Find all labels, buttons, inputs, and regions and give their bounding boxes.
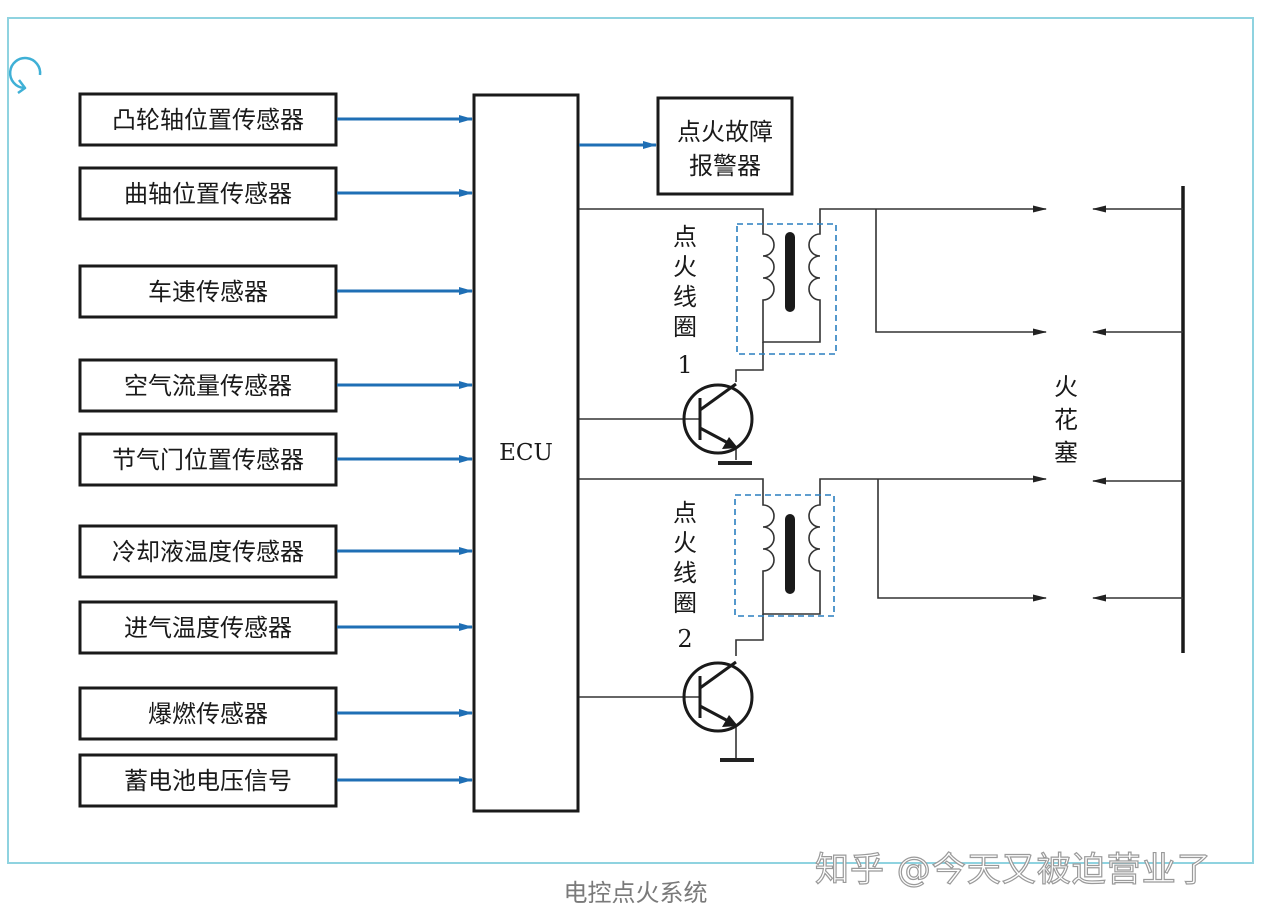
transistor-2-emitter-arrow (722, 715, 738, 727)
sensor-coolant-temp: 冷却液温度传感器 (78, 524, 473, 579)
outer-frame (7, 17, 1254, 864)
sensor-label: 进气温度传感器 (124, 614, 292, 642)
watermark: 知乎 @今天又被迫营业了 (814, 849, 1212, 890)
label-char: 圈 (673, 589, 697, 617)
sensor-label: 冷却液温度传感器 (112, 538, 304, 566)
sensor-label: 蓄电池电压信号 (124, 767, 292, 795)
label-char: 火 (673, 529, 697, 557)
sensor-box (78, 432, 338, 487)
refresh-arrow-icon (8, 56, 42, 95)
sensor-label: 爆燃传感器 (148, 700, 268, 728)
sensor-knock: 爆燃传感器 (78, 686, 473, 741)
coil-1-enclosure (736, 223, 837, 355)
coil-2-enclosure (734, 494, 835, 617)
transistor-1 (682, 382, 754, 455)
alarm-label-line2: 报警器 (689, 152, 761, 180)
sensor-label: 空气流量传感器 (124, 372, 292, 400)
sensor-box (78, 358, 338, 413)
sensor-throttle: 节气门位置传感器 (78, 432, 473, 487)
coil-2-primary-winding (762, 497, 775, 580)
sensor-label: 凸轮轴位置传感器 (112, 106, 304, 134)
label-char: 火 (673, 253, 697, 281)
transistor-2 (682, 660, 754, 733)
label-char: 点 (673, 223, 697, 251)
coil-2-number: 2 (677, 625, 692, 653)
sensor-box (78, 166, 338, 221)
coil-2-secondary-winding (808, 497, 821, 580)
sensor-label: 曲轴位置传感器 (124, 180, 292, 208)
spark-plug-label: 火花塞 (1054, 373, 1078, 467)
sensor-air-flow: 空气流量传感器 (78, 358, 473, 413)
label-char: 花 (1054, 406, 1078, 434)
coil-1-secondary-winding (808, 226, 821, 310)
sensor-crankshaft: 曲轴位置传感器 (78, 166, 473, 221)
ignition-circuit-2 (579, 475, 1047, 758)
ecu-label: ECU (499, 440, 553, 466)
label-char: 线 (673, 559, 697, 587)
sensor-box (78, 524, 338, 579)
alarm-box (656, 96, 794, 196)
sensor-box (78, 264, 338, 319)
label-char: 线 (673, 283, 697, 311)
coil-1-number: 1 (677, 351, 692, 379)
sensor-camshaft: 凸轮轴位置传感器 (78, 92, 473, 147)
sensor-battery-voltage: 蓄电池电压信号 (78, 753, 473, 808)
spark-plug-arrows (1092, 205, 1183, 602)
ignition-circuit-1 (579, 205, 1047, 460)
sensor-list: 凸轮轴位置传感器曲轴位置传感器车速传感器空气流量传感器节气门位置传感器冷却液温度… (78, 92, 473, 808)
label-char: 圈 (673, 313, 697, 341)
alarm-label-line1: 点火故障 (677, 118, 773, 146)
sensor-label: 车速传感器 (148, 278, 268, 306)
sensor-box (78, 600, 338, 655)
sensor-intake-temp: 进气温度传感器 (78, 600, 473, 655)
transistor-1-emitter-arrow (722, 437, 738, 449)
coil-2-core (785, 514, 795, 594)
sensor-box (78, 753, 338, 808)
coil-1-primary-winding (762, 226, 775, 310)
figure-caption: 电控点火系统 (563, 879, 708, 907)
ecu-box (472, 93, 580, 813)
sensor-label: 节气门位置传感器 (112, 446, 304, 474)
label-char: 火 (1054, 373, 1078, 401)
label-char: 塞 (1054, 439, 1078, 467)
sensor-box (78, 686, 338, 741)
label-char: 点 (673, 499, 697, 527)
coil-1-core (785, 232, 795, 312)
sensor-box (78, 92, 338, 147)
sensor-vehicle-speed: 车速传感器 (78, 264, 473, 319)
